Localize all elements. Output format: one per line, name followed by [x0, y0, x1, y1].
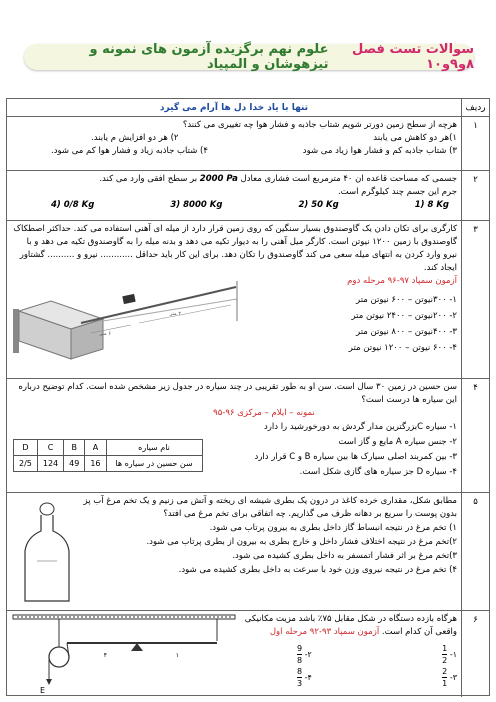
- table-cell: A: [84, 439, 107, 456]
- question-text: کارگری برای تکان دادن یک گاوصندوق بسیار …: [13, 224, 457, 273]
- option-1: ۱- سیاره Cبزرگترین مدار گردش به دورخورشی…: [263, 422, 457, 432]
- banner-part1: سوالات تست فصل ۸و۹و۱۰: [352, 42, 474, 72]
- table-title: تنها با یاد خدا دل ها آرام می گیرد: [159, 103, 309, 113]
- question-text: سن حسین در زمین ۳۰ سال است. سن او به طور…: [18, 382, 457, 405]
- question-4: ۴ سن حسین در زمین ۳۰ سال است. سن او به ط…: [7, 379, 489, 493]
- option-3: ۳) شتاب جاذبه کم و فشار هوا زیاد می شود: [302, 146, 457, 156]
- question-text: هرگاه بازده دستگاه در شکل مقابل ۷۵٪ باشد…: [244, 614, 457, 624]
- option-1: ۱)هر دو کاهش می یابند: [373, 133, 457, 143]
- pulley-lever-figure: E ۴ ۱: [12, 614, 236, 695]
- planet-age-table: نام سیاره A B C D سن حسین در سیاره ها 16…: [13, 439, 203, 472]
- table-cell: B: [63, 439, 86, 456]
- table-cell: C: [36, 439, 65, 456]
- option-4: ۴- سیاره D جز سیاره های گازی شکل است.: [299, 467, 457, 477]
- question-number: ۴: [461, 379, 489, 492]
- option-3: ۳- بین کمربند اصلی سیارک ها بین سیاره B …: [254, 452, 457, 462]
- row-column-header: ردیف: [461, 99, 489, 117]
- label-a: ۶ متر: [99, 331, 112, 337]
- option-4: 4) 0/8 Kg: [51, 200, 95, 210]
- table-cell: 124: [36, 455, 65, 472]
- question-2: ۲ جسمی که مساحت قاعده ان ۴۰ مترمربع است …: [7, 171, 489, 221]
- question-6: ۶ هرگاه بازده دستگاه در شکل مقابل ۷۵٪ با…: [7, 611, 489, 697]
- question-text: جسمی که مساحت قاعده ان ۴۰ مترمربع است فش…: [240, 174, 457, 184]
- question-3: ۳ کارگری برای تکان دادن یک گاوصندوق بسیا…: [7, 221, 489, 379]
- question-text-2: واقعی آن کدام است.: [381, 627, 457, 637]
- table-header: ردیف تنها با یاد خدا دل ها آرام می گیرد: [7, 99, 489, 117]
- question-number: ۱: [461, 117, 489, 170]
- option-3: ۳- ۴۰۰نیوتن – ۸۰۰ نیوتن متر: [356, 327, 457, 337]
- table-cell: سن حسین در سیاره ها: [105, 455, 203, 472]
- question-text-2: جرم این جسم چند کیلوگرم است.: [337, 187, 457, 197]
- question-text-cont: بر سطح افقی وارد می کند.: [99, 174, 198, 184]
- question-source: آزمون سمپاد ۹۷-۹۶ مرحله دوم: [347, 276, 457, 286]
- question-table: ردیف تنها با یاد خدا دل ها آرام می گیرد …: [6, 98, 490, 697]
- banner-part2: علوم نهم برگزیده آزمون های نمونه و تیزهو…: [89, 42, 329, 72]
- option-1: ۱) تخم مرغ در نتیجه انبساط گاز داخل بطری…: [209, 523, 457, 533]
- title-banner: سوالات تست فصل ۸و۹و۱۰ علوم نهم برگزیده آ…: [24, 42, 474, 72]
- option-2: ۲- ۲۰۰نیوتن – ۲۴۰۰ نیوتن متر: [351, 311, 457, 321]
- option-4: ۴- ۶۰۰ نیوتن – ۱۲۰۰ نیوتن متر: [348, 343, 457, 353]
- question-number: ۲: [461, 171, 489, 220]
- label-E: E: [40, 686, 45, 695]
- option-1: ۱- ۳۰۰نیوتن – ۶۰۰ نیوتن متر: [356, 295, 457, 305]
- label-w: ۴: [104, 652, 107, 659]
- option-4: ۴) تخم مرغ در نتیجه نیروی وزن خود با سرع…: [178, 565, 457, 575]
- question-text: هرچه از سطح زمین دورتر شویم شتاب جاذبه و…: [182, 120, 457, 130]
- option-1: 1) 8 Kg: [414, 200, 449, 210]
- table-cell: 16: [84, 455, 107, 472]
- question-1: ۱ هرچه از سطح زمین دورتر شویم شتاب جاذبه…: [7, 117, 489, 171]
- worksheet-page: سوالات تست فصل ۸و۹و۱۰ علوم نهم برگزیده آ…: [6, 6, 490, 697]
- question-number: ۳: [461, 221, 489, 378]
- lever-figure: ۶ متر ۲ متر: [13, 281, 238, 360]
- table-cell: 49: [63, 455, 86, 472]
- option-2: ۲- جنس سیاره A مایع و گاز است: [338, 437, 457, 447]
- question-source: آزمون سمپاد ۹۳-۹۲ مرحله اول: [269, 627, 380, 637]
- option-3: 3) 8000 Kg: [170, 200, 223, 210]
- option-2: 2) 50 Kg: [298, 200, 339, 210]
- label-f: ۱: [176, 652, 179, 659]
- question-number: ۵: [461, 493, 489, 610]
- table-cell: 2/5: [13, 455, 38, 472]
- label-b: ۲ متر: [169, 311, 182, 317]
- option-4: ۴) شتاب جاذبه زیاد و فشار هوا کم می شود.: [51, 146, 208, 156]
- option-2: ۲)تخم مرغ در نتیجه اختلاف فشار داخل و خا…: [146, 537, 457, 547]
- table-cell: نام سیاره: [105, 439, 203, 456]
- table-cell: D: [13, 439, 38, 456]
- question-number: ۶: [461, 611, 489, 697]
- question-source: نمونه – ایلام – مرکزی ۹۶-۹۵: [213, 408, 315, 418]
- bottle-egg-figure: [24, 502, 70, 602]
- question-text: مطابق شکل، مقداری خرده کاغذ در درون یک ب…: [83, 496, 458, 519]
- question-5: ۵ مطابق شکل، مقداری خرده کاغذ در درون یک…: [7, 493, 489, 611]
- option-2: ۲) هر دو افزایش م یابند.: [91, 133, 179, 143]
- option-3: ۳)تخم مرغ بر اثر فشار اتمسفر به داخل بطر…: [232, 551, 457, 561]
- pressure-value: 2000 Pa: [199, 174, 238, 184]
